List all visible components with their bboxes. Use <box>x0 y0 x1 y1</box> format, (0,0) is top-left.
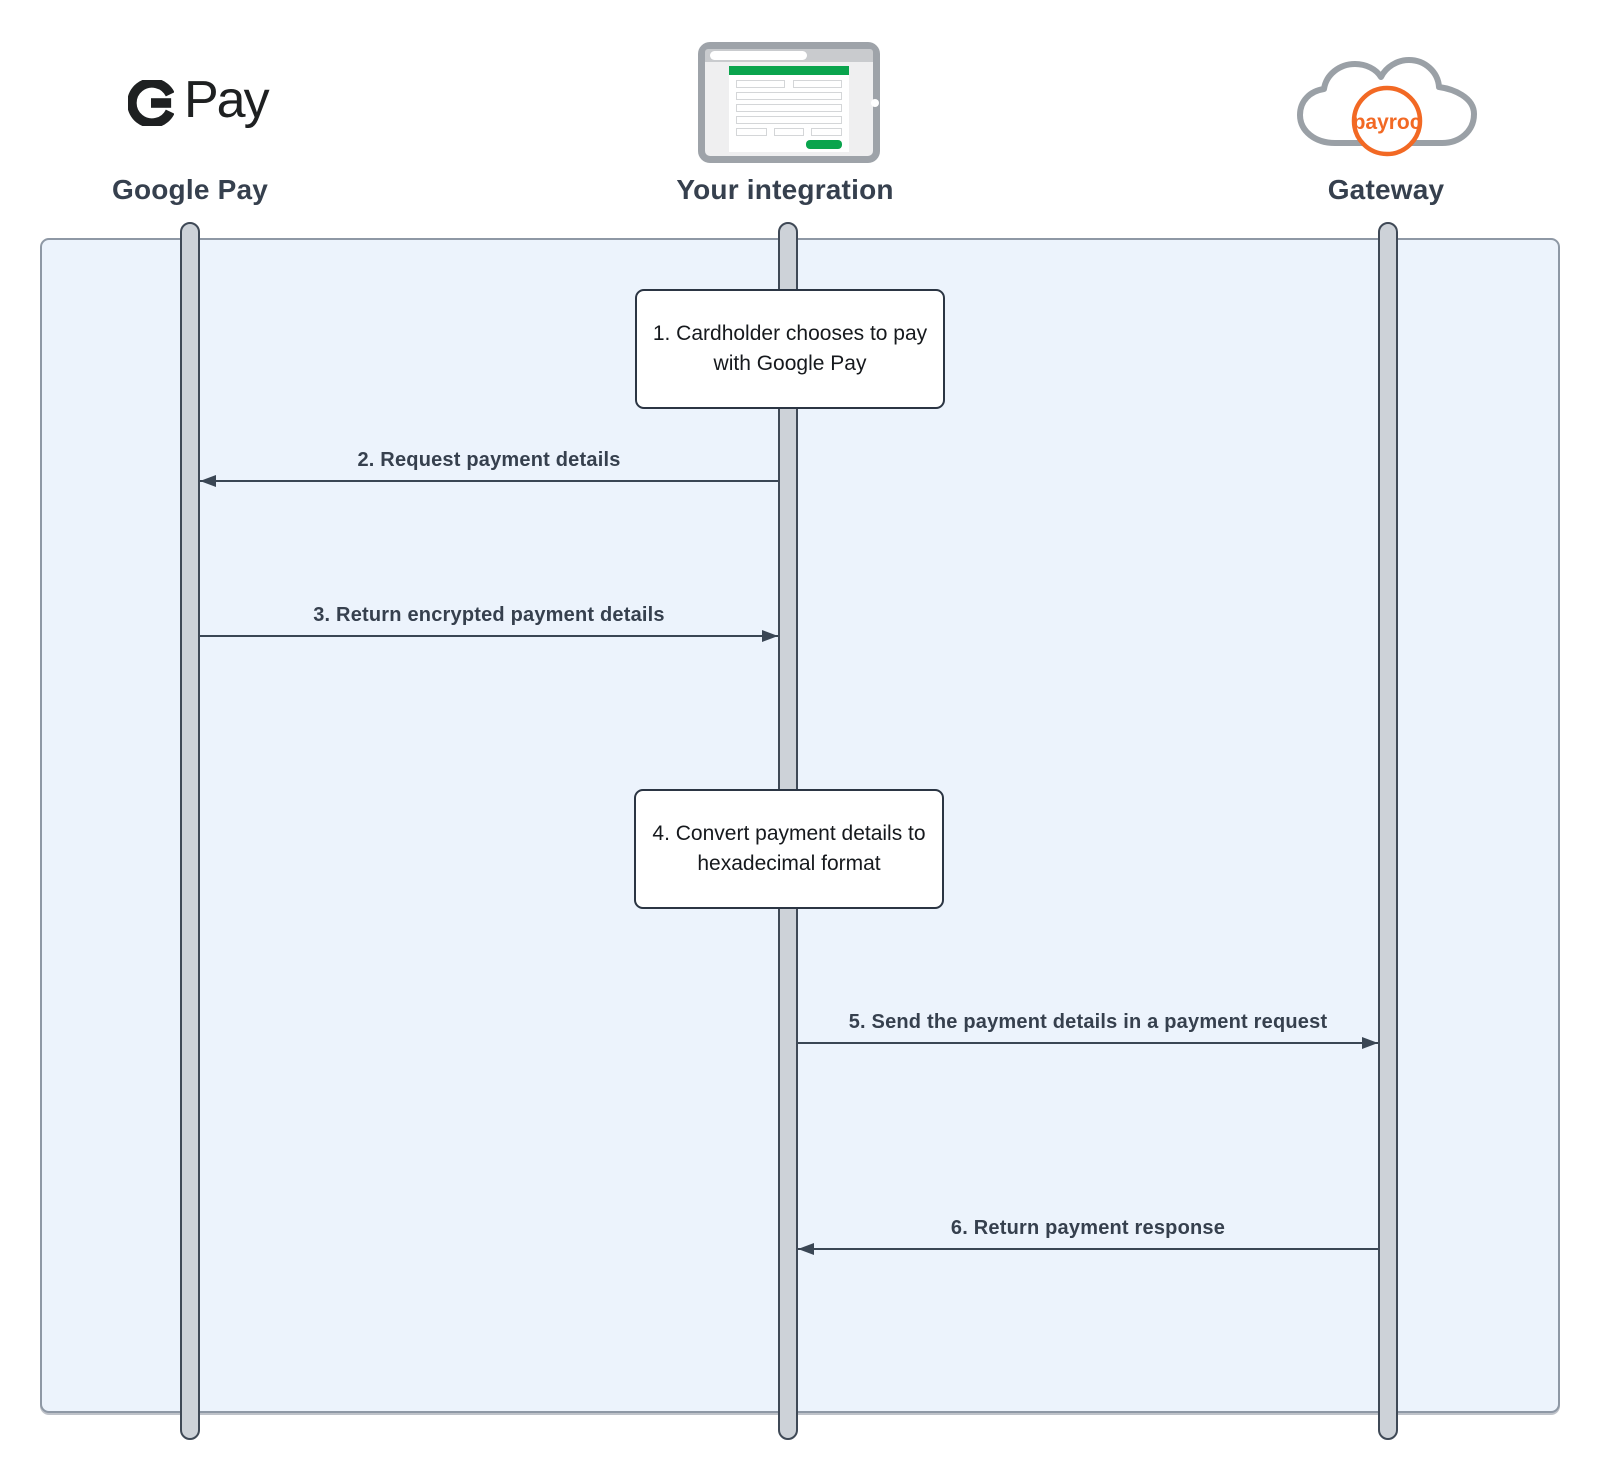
message-step-5-label: 5. Send the payment details in a payment… <box>848 1011 1328 1033</box>
message-step-3-line <box>200 630 778 642</box>
message-step-6-label: 6. Return payment response <box>950 1217 1226 1239</box>
browser-page <box>729 66 849 152</box>
message-step-6: 6. Return payment response <box>798 1217 1378 1255</box>
action-box-step-1-text: 1. Cardholder chooses to pay with Google… <box>652 321 928 375</box>
browser-url-bar <box>710 51 808 60</box>
message-step-6-line <box>798 1243 1378 1255</box>
submit-button-shape <box>806 140 842 149</box>
lifeline-gateway <box>1378 222 1398 1440</box>
payroc-badge-text: payroc <box>1353 111 1422 134</box>
browser-frame-dot <box>871 98 879 107</box>
message-step-5-line <box>798 1037 1378 1049</box>
gpay-pay-text: Pay <box>184 71 270 129</box>
message-step-2-label: 2. Request payment details <box>357 449 621 471</box>
form-field <box>736 80 785 88</box>
message-step-3-label: 3. Return encrypted payment details <box>313 604 665 626</box>
payroc-badge <box>1351 85 1423 157</box>
actor-label-your-integration: Your integration <box>676 174 894 205</box>
actor-label-google-pay: Google Pay <box>111 174 269 205</box>
message-step-3: 3. Return encrypted payment details <box>200 604 778 642</box>
form-row <box>736 128 842 136</box>
browser-toolbar <box>705 49 873 62</box>
actor-label-gateway: Gateway <box>1327 174 1445 205</box>
message-step-5: 5. Send the payment details in a payment… <box>798 1011 1378 1049</box>
arrowhead-left-icon <box>798 1243 814 1255</box>
lifeline-google-pay <box>180 222 200 1440</box>
browser-window-icon <box>698 42 880 163</box>
payroc-cloud-logo: payroc <box>1297 57 1477 157</box>
action-box-step-1: 1. Cardholder chooses to pay with Google… <box>635 289 945 409</box>
page-header-bar <box>729 66 849 75</box>
action-box-step-4: 4. Convert payment details to hexadecima… <box>634 789 944 909</box>
arrowhead-left-icon <box>200 475 216 487</box>
form-field <box>736 116 842 124</box>
form-field <box>773 128 805 136</box>
form-field <box>736 104 842 112</box>
form-field <box>811 128 842 136</box>
arrowhead-right-icon <box>1362 1037 1378 1049</box>
arrowhead-right-icon <box>762 630 778 642</box>
form-row <box>736 80 842 88</box>
message-step-2: 2. Request payment details <box>200 449 778 487</box>
form-field <box>793 80 842 88</box>
message-step-2-line <box>200 475 778 487</box>
form-field <box>736 128 767 136</box>
gpay-logo: Pay <box>128 71 270 132</box>
google-g-icon <box>128 80 174 126</box>
form-field <box>736 92 842 100</box>
action-box-step-4-text: 4. Convert payment details to hexadecima… <box>652 821 926 875</box>
